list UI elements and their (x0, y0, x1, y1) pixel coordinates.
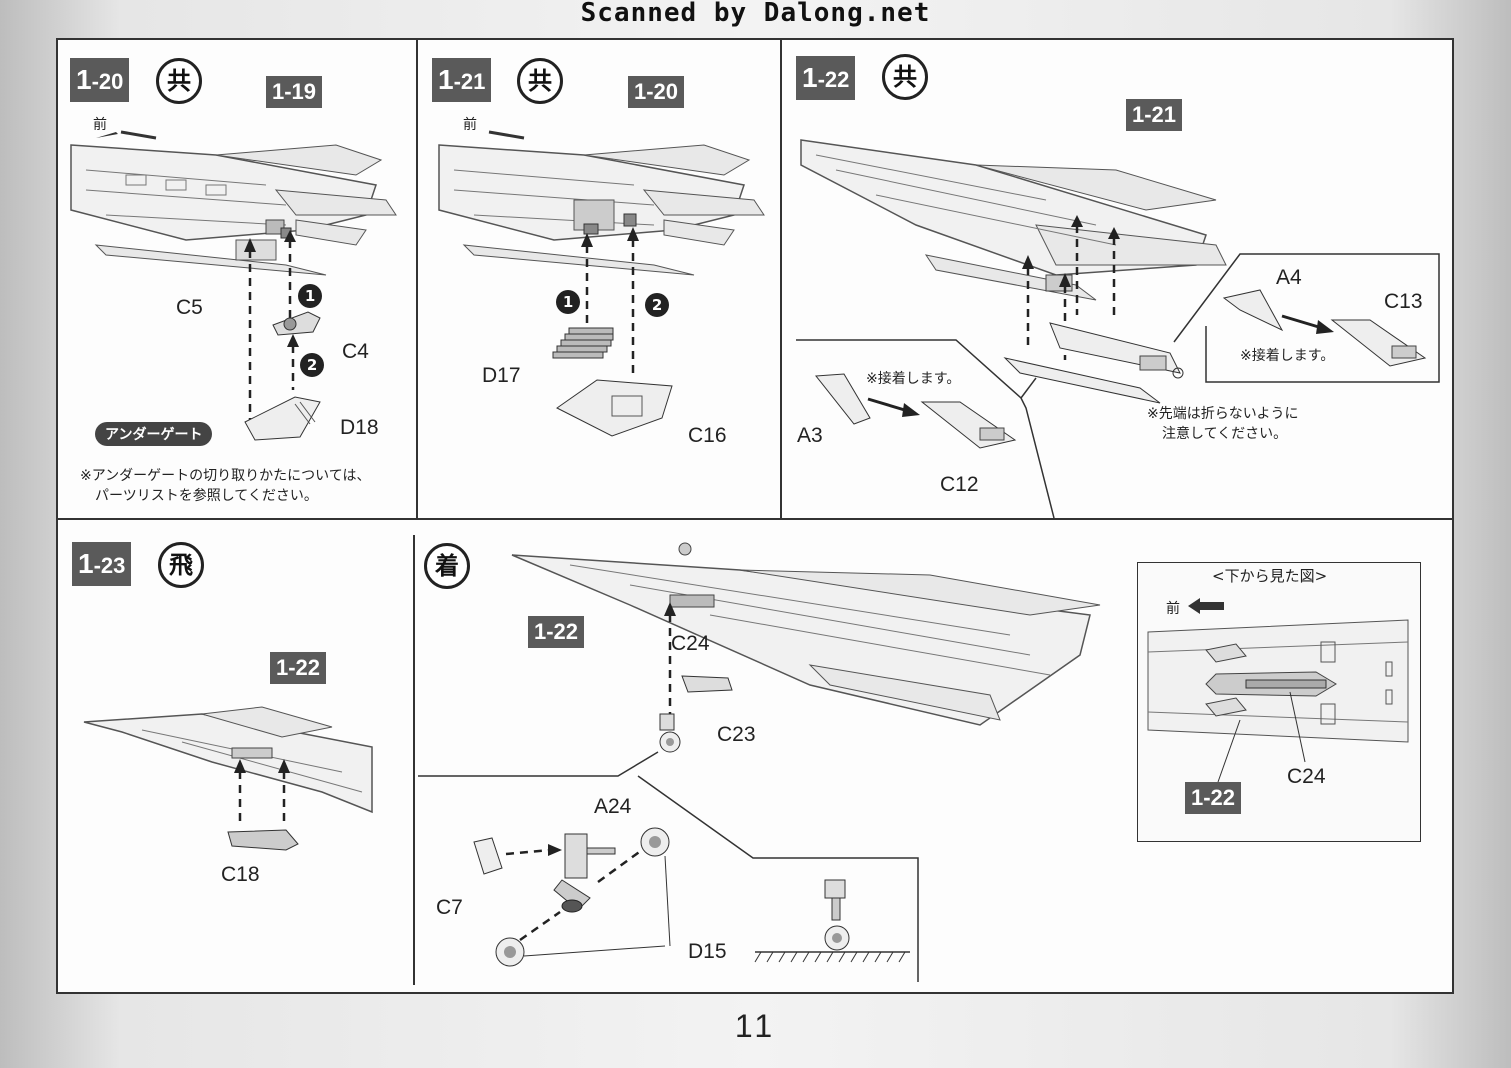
assembly-arrows-landing (664, 602, 676, 716)
ref-step-badge: 1-22 (528, 616, 585, 648)
ref-step-badge: 1-22 (270, 652, 327, 684)
ship-drawing-landing (511, 542, 1101, 726)
ref-step-badge: 1-20 (628, 76, 685, 108)
common-type-icon: 共 (882, 54, 928, 100)
gear-ground-detail (754, 879, 910, 963)
under-gate-note-line1: ※アンダーゲートの切り取りかたについては、 (80, 468, 371, 484)
ref-step-badge: 1-19 (266, 76, 323, 108)
glue-arrow-a3 (867, 397, 920, 417)
front-label: 前 (93, 117, 107, 133)
inset-leader-lines (1217, 691, 1306, 783)
front-label: 前 (1166, 601, 1180, 617)
part-c4-drawing (272, 311, 321, 336)
tip-note-line2: 注意してください。 (1162, 426, 1288, 442)
part-d17-drawing (552, 327, 614, 359)
part-label-d15: D15 (688, 940, 727, 963)
glue-note-right: ※接着します。 (1240, 348, 1335, 364)
page-number: 11 (734, 1008, 777, 1044)
detail-callout-right (1173, 253, 1440, 383)
under-gate-label: アンダーゲート (95, 422, 213, 446)
part-label-d17: D17 (482, 364, 521, 387)
ship-drawing-1-23 (83, 706, 373, 814)
part-label-c23: C23 (717, 723, 756, 746)
part-label-a24: A24 (594, 795, 632, 818)
glue-note: ※接着します。 (866, 371, 961, 387)
part-label-c5: C5 (176, 296, 203, 319)
panel-divider-v1 (416, 38, 418, 520)
part-a4-drawing (1222, 289, 1284, 332)
scan-header: Scanned by Dalong.net (580, 0, 931, 28)
flight-type-icon: 飛 (158, 542, 204, 588)
ref-step-badge: 1-22 (1185, 782, 1242, 814)
part-label-c24-inset: C24 (1287, 765, 1326, 788)
part-label-c18: C18 (221, 863, 260, 886)
part-label-a4: A4 (1276, 266, 1302, 289)
assembly-arrows-1-20 (244, 230, 299, 420)
part-label-c12: C12 (940, 473, 979, 496)
assembly-arrows-1-21 (581, 227, 639, 375)
inset-title: <下から見た図> (1212, 567, 1328, 585)
part-c23-drawing (681, 675, 733, 693)
part-label-c24: C24 (671, 632, 710, 655)
tip-note-line1: ※先端は折らないように (1147, 406, 1299, 422)
part-a3-drawing (815, 373, 871, 425)
step-1-20-badge: 1-20 (70, 58, 130, 102)
common-type-icon: 共 (517, 58, 563, 104)
ref-step-badge: 1-21 (1126, 99, 1183, 131)
panel-divider-v2 (780, 38, 782, 520)
step-1-22-badge: 1-22 (796, 56, 856, 100)
ship-drawing-1-21 (438, 130, 765, 276)
glue-arrow-a4 (1281, 314, 1334, 334)
detail-callout-1-22 (796, 339, 1055, 519)
gear-assembly-small (659, 713, 681, 753)
part-c16-drawing (556, 379, 673, 437)
panel-divider-h (56, 518, 1454, 520)
landing-gear-exploded (473, 827, 671, 967)
panel-divider-v3 (413, 535, 415, 985)
part-label-d18: D18 (340, 416, 379, 439)
front-arrow-icon (1188, 598, 1224, 614)
common-type-icon: 共 (156, 58, 202, 104)
part-c13-drawing (1330, 319, 1427, 367)
part-d18-drawing (244, 396, 321, 441)
assembly-arrows-1-23 (234, 759, 290, 827)
bottom-view-drawing (1147, 619, 1409, 743)
ship-drawing-1-22 (800, 139, 1227, 301)
part-label-a3: A3 (797, 424, 823, 447)
front-label: 前 (463, 117, 477, 133)
part-label-c13: C13 (1384, 290, 1423, 313)
under-gate-note-line2: パーツリストを参照してください。 (95, 488, 318, 504)
part-label-c4: C4 (342, 340, 369, 363)
part-c12-drawing (920, 401, 1017, 449)
step-1-23-badge: 1-23 (72, 542, 132, 586)
landing-callout (418, 751, 919, 982)
step-1-21-badge: 1-21 (432, 58, 492, 102)
part-label-c7: C7 (436, 896, 463, 919)
landing-type-icon: 着 (424, 543, 470, 589)
wing-plates-1-22 (1003, 322, 1184, 404)
part-label-c16: C16 (688, 424, 727, 447)
part-c18-drawing (227, 829, 299, 851)
ship-drawing-1-20 (70, 130, 397, 276)
